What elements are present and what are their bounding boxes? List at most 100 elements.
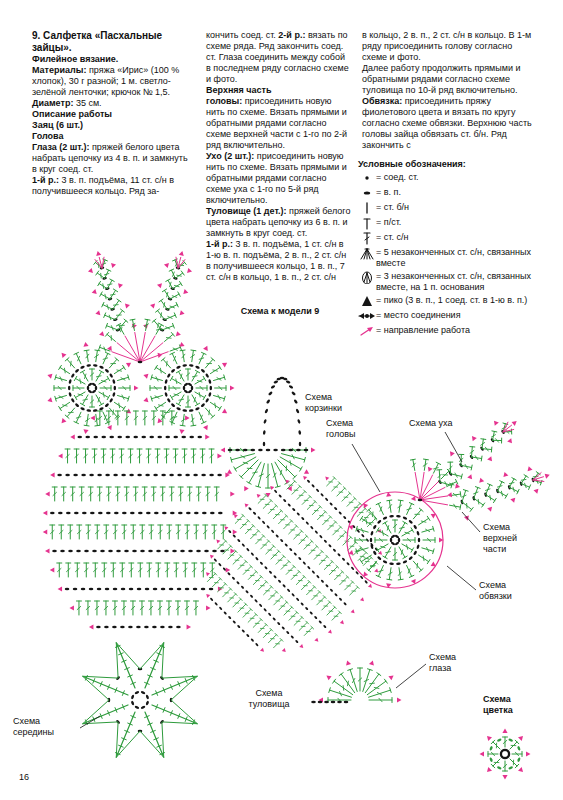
stitch-stroke: [356, 586, 359, 589]
pico-symbol: [217, 453, 222, 458]
chain-stitch: [191, 386, 194, 391]
chain-stitch: [104, 403, 109, 408]
stitch-stroke: [107, 305, 108, 310]
chain-stitch: [106, 512, 111, 515]
stitch-stroke: [486, 485, 490, 495]
stitch-stroke: [131, 716, 136, 718]
pico-symbol: [43, 529, 48, 534]
stitch-stroke: [270, 585, 273, 588]
chain-stitch: [205, 373, 210, 378]
stitch-stroke: [76, 353, 81, 363]
stitch-stroke: [121, 378, 125, 380]
stitch-stroke: [486, 489, 490, 491]
chain-stitch: [109, 398, 114, 403]
stitch-stroke: [244, 603, 247, 606]
stitch-stroke: [85, 601, 90, 602]
pico-symbol: [284, 478, 289, 483]
stitch-stroke: [130, 386, 131, 391]
stitch-stroke: [460, 492, 462, 497]
stitch-stroke: [327, 478, 335, 486]
stitch-stroke: [419, 518, 429, 524]
legend-text: = пико (3 в. п., 1 соед. ст. в 1-ю в. п.…: [376, 295, 544, 306]
chain-stitch: [82, 512, 87, 515]
stitch-stroke: [255, 579, 259, 583]
stitch-stroke: [176, 606, 180, 609]
chain-stitch: [287, 588, 291, 592]
stitch-stroke: [311, 548, 315, 552]
stitch-stroke: [378, 565, 383, 576]
stitch-stroke: [288, 560, 291, 563]
paragraph: Глаза (2 шт.):пряжей белого цвета набрат…: [32, 142, 190, 175]
chain-stitch: [302, 561, 306, 565]
chain-stitch: [264, 408, 268, 413]
paragraph: Далее работу продолжить прямыми и обратн…: [362, 63, 532, 96]
chain-stitch: [241, 543, 245, 547]
stitch-stroke: [419, 508, 423, 511]
chain-stitch: [505, 749, 510, 754]
stitch-stroke: [161, 492, 165, 495]
stitch-stroke: [135, 332, 140, 362]
stitch-stroke: [257, 529, 260, 532]
chain-stitch: [195, 407, 200, 411]
stitch-stroke: [401, 550, 402, 555]
stitch-stroke: [170, 294, 179, 299]
stitch-stroke: [152, 705, 197, 724]
stitch-stroke: [213, 370, 218, 371]
stitch-stroke: [334, 485, 338, 489]
chain-stitch: [65, 474, 70, 477]
stitch-stroke: [343, 487, 346, 490]
chain-stitch: [140, 691, 145, 695]
stitch-stroke: [179, 395, 185, 405]
chain-stitch: [394, 541, 399, 545]
stitch-stroke: [266, 546, 274, 554]
stitch-stroke: [382, 531, 383, 536]
stitch-stroke: [187, 487, 192, 488]
chain-stitch: [65, 588, 70, 591]
stitch-stroke: [103, 358, 108, 359]
chain-stitch: [337, 701, 342, 704]
pico-symbol: [362, 296, 372, 306]
stitch-stroke: [125, 730, 130, 732]
stitch-stroke: [175, 273, 182, 278]
stitch-stroke: [255, 613, 258, 616]
pico-symbol: [340, 620, 345, 625]
stitch-stroke: [327, 607, 335, 615]
chain-stitch: [134, 691, 139, 695]
stitch-stroke: [125, 416, 129, 419]
stitch-stroke: [103, 353, 108, 363]
stitch-stroke: [105, 332, 108, 336]
chain-stitch: [250, 594, 254, 598]
chain-stitch: [114, 512, 119, 515]
chain-stitch: [210, 386, 213, 391]
chain-stitch: [187, 382, 192, 386]
chain-stitch: [87, 386, 90, 391]
chain-stitch: [171, 368, 176, 373]
stitch-stroke: [145, 324, 149, 327]
chain-stitch: [176, 365, 181, 369]
chain-stitch: [210, 597, 214, 601]
stitch-stroke: [176, 257, 178, 268]
chain-stitch: [334, 593, 338, 597]
chain-stitch: [80, 365, 85, 369]
stitch-stroke: [420, 500, 448, 505]
stitch-stroke: [349, 500, 353, 504]
stitch-stroke: [111, 454, 115, 457]
chain-stitch: [271, 529, 275, 533]
pico-symbol: [87, 268, 93, 274]
chain-stitch: [273, 575, 277, 579]
chain-stitch: [75, 368, 80, 373]
stitch-stroke: [277, 550, 280, 553]
stitch-stroke: [143, 492, 147, 495]
stitch-stroke: [333, 527, 341, 535]
stitch-stroke: [300, 467, 303, 471]
stitch-stroke: [243, 609, 251, 617]
stitch-stroke: [59, 406, 62, 410]
stitch-stroke: [306, 543, 310, 547]
stitch-stroke: [99, 345, 101, 350]
stitch-stroke: [266, 488, 271, 489]
stitch-stroke: [156, 705, 158, 710]
stitch-stroke: [376, 548, 379, 552]
chain-stitch: [176, 626, 181, 629]
stitch-stroke: [398, 500, 403, 502]
stitch-stroke: [310, 540, 313, 543]
